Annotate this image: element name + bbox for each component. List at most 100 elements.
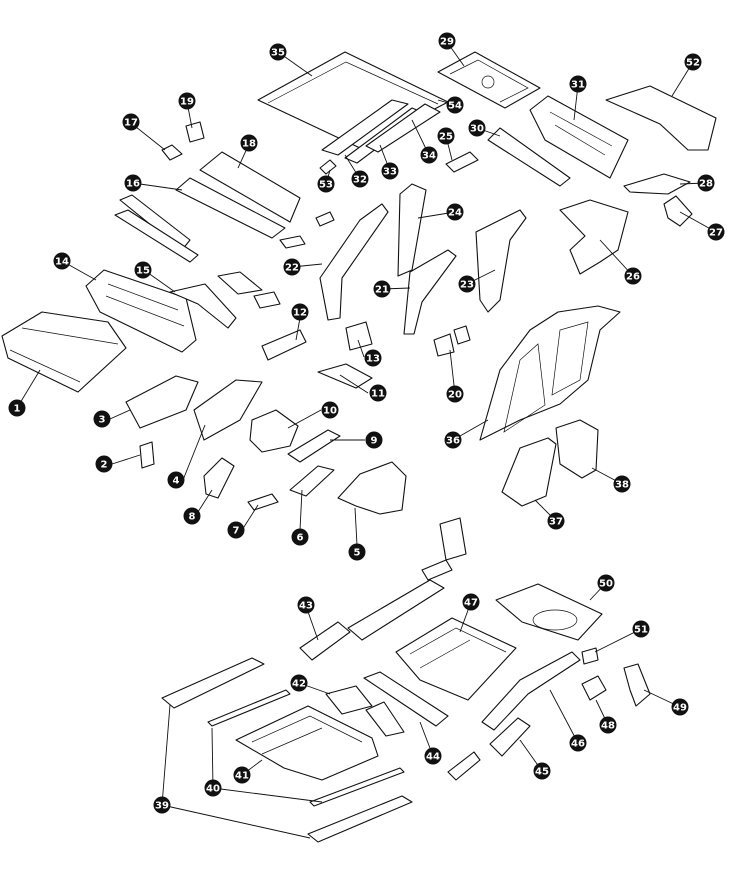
part-6-bracket [289,465,335,497]
callout-8: 8 [183,507,201,525]
callout-43: 43 [297,596,315,614]
svg-text:48: 48 [601,721,615,732]
part-49-bracket [623,663,651,707]
callout-15: 15 [134,261,152,279]
callout-24: 24 [446,203,464,221]
part-23-c-pillar [475,209,527,313]
svg-text:11: 11 [371,389,385,400]
svg-text:24: 24 [448,208,462,219]
svg-text:47: 47 [464,598,478,609]
svg-text:38: 38 [615,480,629,491]
callout-33: 33 [381,162,399,180]
callout-27: 27 [707,223,725,241]
callout-13: 13 [364,349,382,367]
callout-32: 32 [351,170,369,188]
svg-text:18: 18 [242,139,256,150]
part-40-sill-lower [309,767,405,807]
callout-47: 47 [462,593,480,611]
callout-5: 5 [348,543,366,561]
part-24-b-pillar [397,183,427,277]
svg-text:41: 41 [235,771,249,782]
svg-text:27: 27 [709,228,723,239]
part-19-bracket [185,121,205,143]
svg-text:35: 35 [271,48,285,59]
part-8-bracket [203,457,235,499]
part-15-bracket [169,283,237,329]
callout-40: 40 [204,779,222,797]
svg-text:29: 29 [440,37,454,48]
part-17-bracket [161,144,183,161]
svg-text:13: 13 [366,354,380,365]
callout-53: 53 [317,175,335,193]
callout-14: 14 [53,252,71,270]
svg-text:5: 5 [354,548,361,559]
part-45-bracket [489,717,531,757]
part-51-bracket [581,647,599,665]
svg-text:34: 34 [422,151,436,162]
callout-52: 52 [684,53,702,71]
svg-text:9: 9 [371,436,378,447]
svg-text:26: 26 [626,272,640,283]
part-38-rear-door [555,419,599,479]
callout-50: 50 [597,574,615,592]
svg-text:17: 17 [124,118,138,129]
svg-text:50: 50 [599,579,613,590]
callout-20: 20 [446,385,464,403]
callout-31: 31 [569,75,587,93]
callout-45: 45 [533,762,551,780]
part-47-rear-floor [395,617,517,701]
svg-text:53: 53 [319,180,333,191]
callout-39: 39 [153,796,171,814]
svg-text:52: 52 [686,58,700,69]
callout-44: 44 [424,747,442,765]
callout-46: 46 [569,734,587,752]
part-43-member [299,621,351,661]
svg-text:4: 4 [173,476,180,487]
part-7-bracket [247,493,279,511]
part-13-bracket [345,321,373,351]
svg-text:32: 32 [353,175,367,186]
callout-34: 34 [420,146,438,164]
svg-text:19: 19 [180,97,194,108]
part-37-front-door [501,437,557,507]
svg-text:40: 40 [206,784,220,795]
part-46-rear-side-member [481,651,581,731]
svg-text:16: 16 [126,179,140,190]
part-18-cowl-top [199,151,301,223]
svg-text:49: 49 [673,703,687,714]
svg-text:8: 8 [189,512,196,523]
part-31-rear-panel [529,95,629,179]
part-3-side-member [125,375,199,429]
part-21-b-pillar-inner [403,249,457,335]
svg-text:15: 15 [136,266,150,277]
svg-text:23: 23 [460,280,474,291]
part-30-rear-rail [487,127,571,187]
callout-16: 16 [124,174,142,192]
callout-9: 9 [365,431,383,449]
callout-17: 17 [122,113,140,131]
part-22-a-pillar [319,203,389,321]
svg-text:44: 44 [426,752,440,763]
callout-4: 4 [167,471,185,489]
svg-text:14: 14 [55,257,69,268]
part-25-bracket [445,151,479,173]
callout-37: 37 [547,512,565,530]
svg-text:7: 7 [233,526,240,537]
callout-25: 25 [437,127,455,145]
part-52-trunk-lid [605,85,717,151]
svg-text:30: 30 [470,124,484,135]
callout-10: 10 [321,401,339,419]
svg-text:2: 2 [101,460,108,471]
part-4-apron [193,379,263,441]
svg-text:6: 6 [297,533,304,544]
part-44-member [363,671,449,727]
svg-text:12: 12 [293,308,307,319]
callout-28: 28 [697,174,715,192]
part-1-hood [1,311,127,393]
svg-text:43: 43 [299,601,313,612]
part-2-plate [139,441,155,469]
callout-18: 18 [240,134,258,152]
part-5-fender [337,461,407,515]
